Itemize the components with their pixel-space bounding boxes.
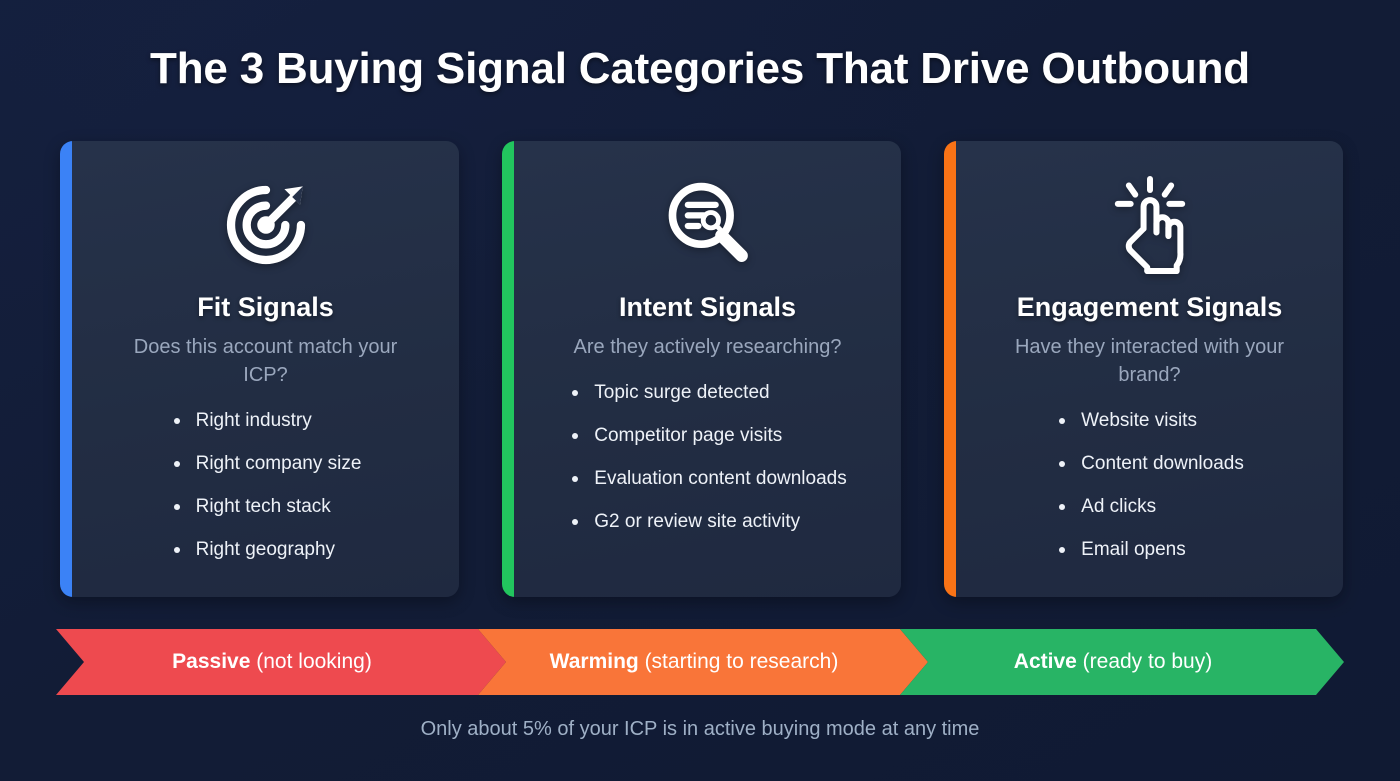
- accent-bar-engagement: [944, 141, 956, 597]
- list-item: Website visits: [1055, 411, 1244, 430]
- signal-card-intent[interactable]: Intent Signals Are they actively researc…: [502, 141, 901, 597]
- card-body-engagement: Engagement Signals Have they interacted …: [956, 141, 1343, 597]
- list-item: Content downloads: [1055, 454, 1244, 473]
- funnel-segment-active[interactable]: Active (ready to buy): [900, 629, 1344, 695]
- card-body-fit: Fit Signals Does this account match your…: [72, 141, 459, 597]
- card-title-intent: Intent Signals: [618, 292, 797, 322]
- list-item: G2 or review site activity: [568, 512, 846, 531]
- card-subtitle-fit: Does this account match your ICP?: [133, 336, 398, 387]
- list-item: Right tech stack: [170, 497, 362, 516]
- list-item: Competitor page visits: [568, 426, 846, 445]
- signal-card-fit[interactable]: Fit Signals Does this account match your…: [60, 141, 459, 597]
- list-item: Right geography: [170, 540, 362, 559]
- signal-card-engagement[interactable]: Engagement Signals Have they interacted …: [944, 141, 1343, 597]
- funnel-label-warming-strong: Warming: [549, 650, 639, 673]
- clicking-hand-icon: [982, 175, 1317, 275]
- list-item: Evaluation content downloads: [568, 469, 847, 488]
- accent-bar-fit: [60, 141, 72, 597]
- card-title-engagement: Engagement Signals: [1016, 292, 1283, 322]
- funnel-label-active-strong: Active: [1013, 650, 1077, 673]
- funnel-label-warming-light: (starting to research): [638, 650, 839, 673]
- bullet-list-engagement: Website visits Content downloads Ad clic…: [1055, 411, 1244, 559]
- list-item: Right industry: [170, 411, 362, 430]
- funnel-label-active-light: (ready to buy): [1076, 650, 1213, 673]
- signal-categories-row: Fit Signals Does this account match your…: [60, 141, 1343, 597]
- card-subtitle-engagement: Have they interacted with your brand?: [1014, 336, 1285, 387]
- list-item: Email opens: [1055, 540, 1244, 559]
- card-title-fit: Fit Signals: [197, 292, 334, 322]
- target-icon: [98, 175, 433, 275]
- bullet-list-fit: Right industry Right company size Right …: [170, 411, 362, 559]
- funnel-label-passive-strong: Passive: [172, 650, 251, 673]
- list-item: Ad clicks: [1055, 497, 1244, 516]
- list-item: Topic surge detected: [568, 383, 846, 402]
- magnifier-document-icon: [540, 175, 875, 275]
- list-item: Right company size: [170, 454, 361, 473]
- accent-bar-intent: [502, 141, 514, 597]
- bullet-list-intent: Topic surge detected Competitor page vis…: [568, 383, 847, 531]
- funnel-segment-passive[interactable]: Passive (not looking): [56, 629, 506, 695]
- page-title: The 3 Buying Signal Categories That Driv…: [150, 44, 1250, 93]
- funnel-segment-warming[interactable]: Warming (starting to research): [478, 629, 928, 695]
- buying-stage-funnel: Passive (not looking) Warming (starting …: [56, 629, 1344, 695]
- funnel-label-passive-light: (not looking): [250, 650, 372, 673]
- footer-note: Only about 5% of your ICP is in active b…: [420, 718, 980, 740]
- card-body-intent: Intent Signals Are they actively researc…: [514, 141, 901, 597]
- card-subtitle-intent: Are they actively researching?: [573, 336, 842, 359]
